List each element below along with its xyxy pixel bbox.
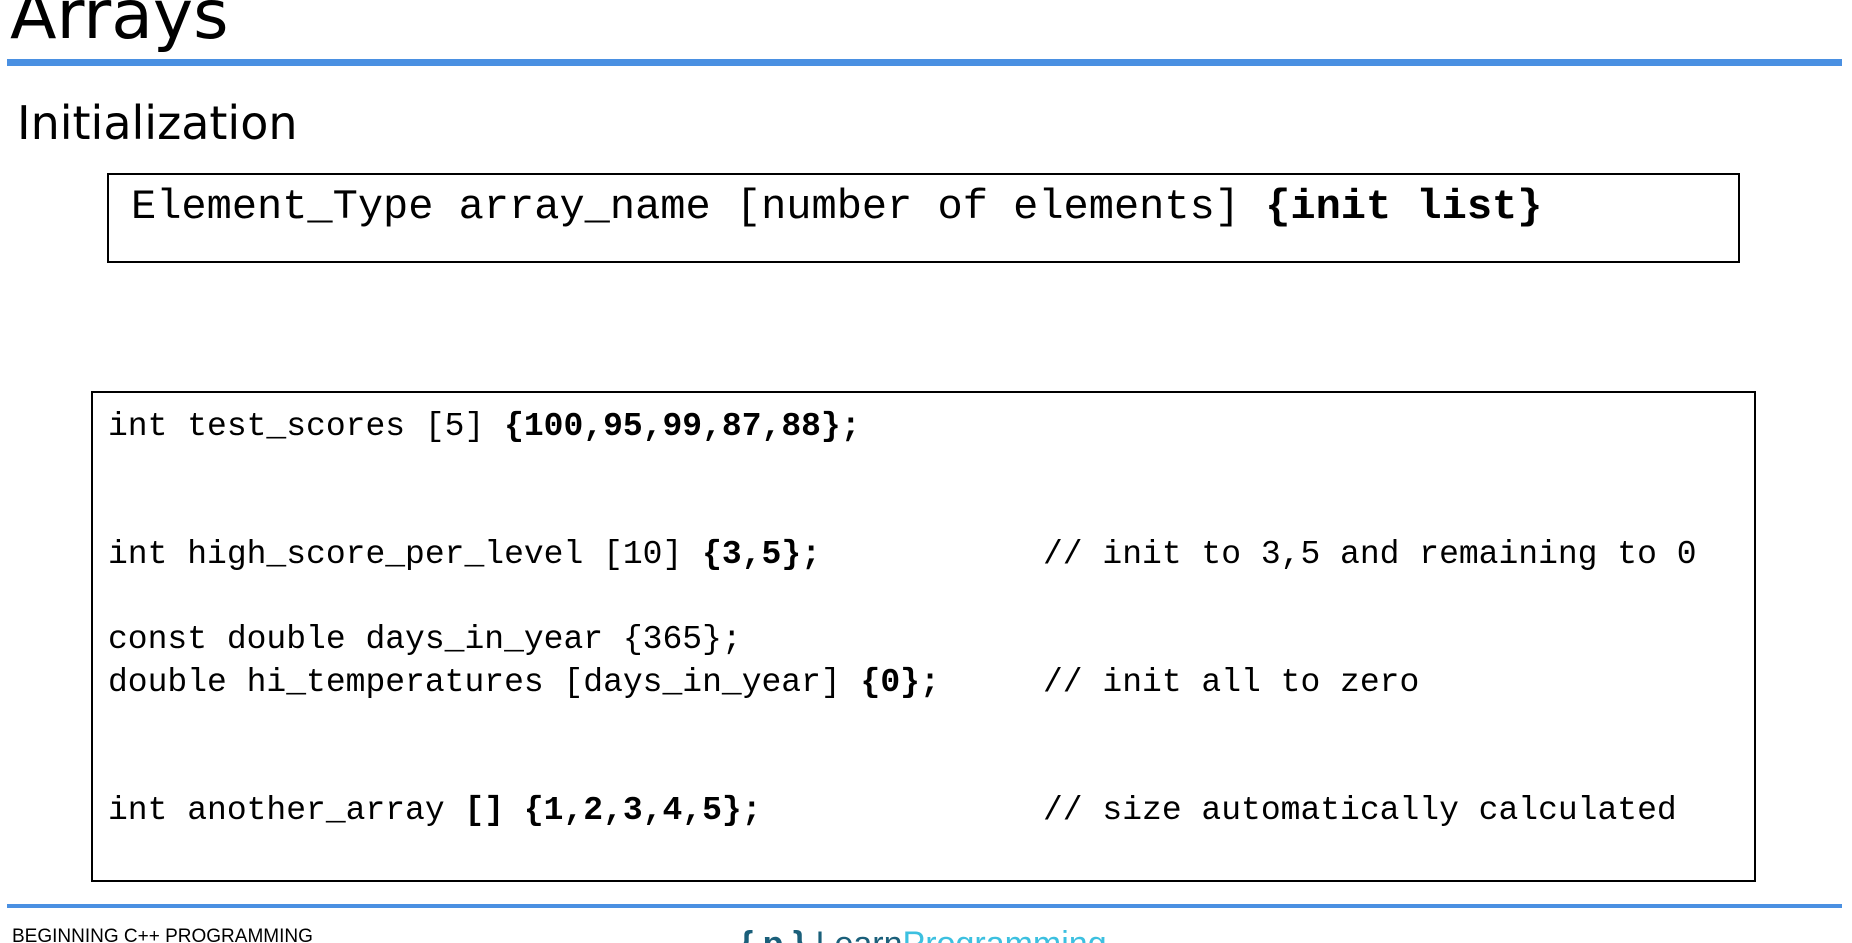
logo-brace-icon: { p } <box>740 925 806 943</box>
code-line-another-array: int another_array [] {1,2,3,4,5}; <box>108 790 762 832</box>
code-line-days-in-year: const double days_in_year {365}; <box>108 619 742 661</box>
learnprogramming-logo: { p } LearnProgramming <box>740 924 1107 943</box>
syntax-plain: Element_Type array_name [number of eleme… <box>131 183 1266 231</box>
code-plain: int test_scores [5] <box>108 408 505 445</box>
code-comment-hi-temperatures: // init all to zero <box>1043 664 1420 701</box>
footer-divider <box>7 904 1842 908</box>
slide-subtitle: Initialization <box>17 96 298 150</box>
code-plain: int high_score_per_level [10] <box>108 536 703 573</box>
code-plain: double hi_temperatures [days_in_year] <box>108 664 861 701</box>
syntax-line: Element_Type array_name [number of eleme… <box>131 179 1542 235</box>
code-comment-high-score: // init to 3,5 and remaining to 0 <box>1043 536 1697 573</box>
syntax-init-list: {init list} <box>1265 183 1543 231</box>
syntax-box: Element_Type array_name [number of eleme… <box>107 173 1740 263</box>
code-example-box: int test_scores [5] {100,95,99,87,88}; i… <box>91 391 1756 882</box>
slide-title: Arrays <box>10 0 229 55</box>
logo-programming: Programming <box>903 925 1107 943</box>
code-line-high-score: int high_score_per_level [10] {3,5}; <box>108 534 821 576</box>
code-bold: [] {1,2,3,4,5}; <box>464 792 762 829</box>
code-line-test-scores: int test_scores [5] {100,95,99,87,88}; <box>108 406 861 448</box>
code-line-hi-temperatures: double hi_temperatures [days_in_year] {0… <box>108 662 940 704</box>
code-bold: {100,95,99,87,88}; <box>504 408 861 445</box>
code-plain: const double days_in_year {365}; <box>108 621 742 658</box>
footer-course-name: BEGINNING C++ PROGRAMMING <box>12 926 313 943</box>
code-bold: {0}; <box>860 664 940 701</box>
code-plain: int another_array <box>108 792 465 829</box>
code-comment-another-array: // size automatically calculated <box>1043 792 1677 829</box>
title-divider <box>7 59 1842 66</box>
code-bold: {3,5}; <box>702 536 821 573</box>
logo-learn: Learn <box>816 925 903 943</box>
